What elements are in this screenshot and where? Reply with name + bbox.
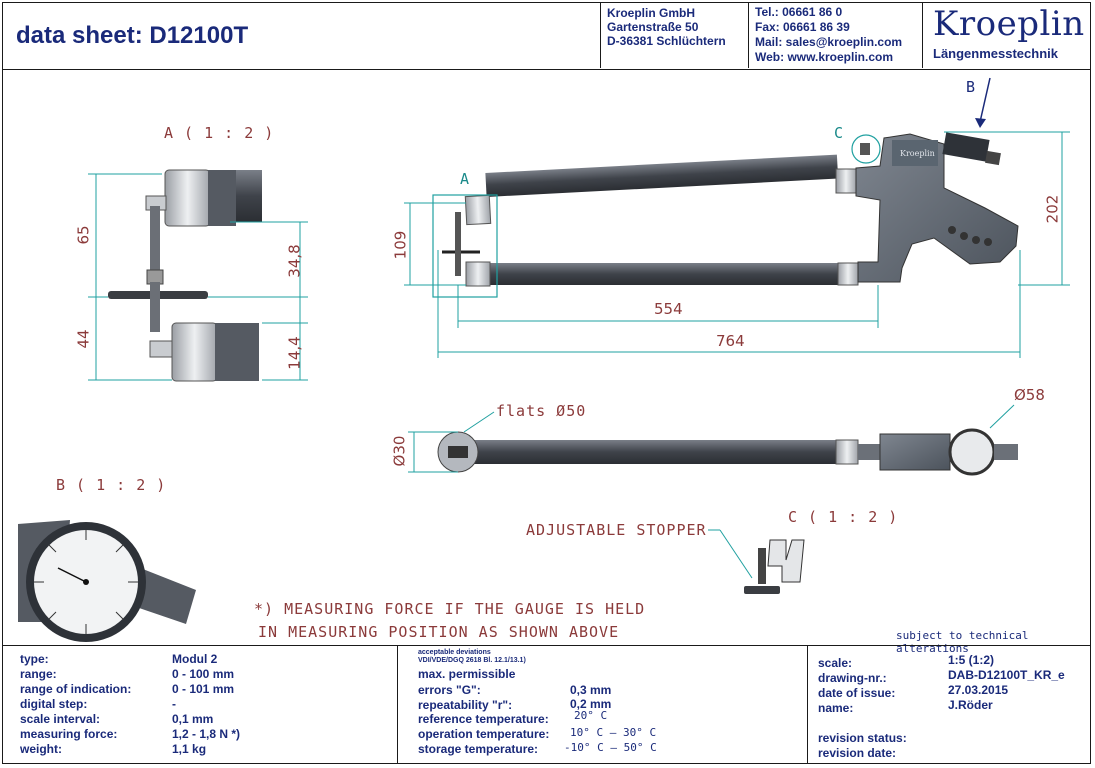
contact-web-link[interactable]: Web: www.kroeplin.com <box>755 50 894 64</box>
logo-subtitle: Längenmesstechnik <box>933 46 1058 61</box>
dim-44: 44 <box>74 329 93 349</box>
spec-label: scale interval: <box>20 712 101 726</box>
spec-value: 0,1 mm <box>172 712 214 726</box>
spec-value: 0 - 101 mm <box>172 682 235 696</box>
contact-mail-link[interactable]: Mail: sales@kroeplin.com <box>755 35 903 49</box>
contact-fax: Fax: 06661 86 39 <box>755 20 850 34</box>
page-title: data sheet: D12100T <box>16 22 249 49</box>
company-address: Kroeplin GmbH Gartenstraße 50 D-36381 Sc… <box>600 2 750 68</box>
spec-value: 1,1 kg <box>172 742 207 756</box>
dim-109: 109 <box>391 230 410 260</box>
view-c-detail <box>708 529 805 594</box>
titleblock-label: scale: <box>818 656 853 670</box>
company-city: D-36381 Schlüchtern <box>607 34 726 48</box>
spec-value: Modul 2 <box>172 652 218 666</box>
dim-diameter-58: Ø58 <box>1014 386 1045 404</box>
titleblock-label: revision date: <box>818 746 897 760</box>
note-line-2: IN MEASURING POSITION AS SHOWN ABOVE <box>258 623 620 641</box>
spec-label: type: <box>20 652 49 666</box>
deviation-value: 0,3 mm <box>570 683 612 697</box>
title-block: scale: drawing-nr.: date of issue: name:… <box>808 646 1091 763</box>
company-logo: Kroeplin Längenmesstechnik <box>922 2 1091 68</box>
logo-wordmark: Kroeplin <box>933 4 1085 44</box>
deviation-table: acceptable deviations VDI/VDE/DGQ 2618 B… <box>398 646 808 763</box>
spec-label: measuring force: <box>20 727 118 741</box>
view-b-detail <box>18 520 196 642</box>
spec-value: - <box>172 697 176 711</box>
dim-65: 65 <box>74 225 93 245</box>
deviation-label: reference temperature: <box>418 712 549 726</box>
main-side-view: Kroeplin <box>404 77 1070 358</box>
dim-14-4: 14,4 <box>285 336 304 370</box>
spec-label: range of indication: <box>20 682 132 696</box>
view-a-title: A ( 1 : 2 ) <box>164 124 275 142</box>
top-view <box>408 404 1018 476</box>
spec-label: digital step: <box>20 697 88 711</box>
deviation-ref-1: acceptable deviations <box>418 649 491 656</box>
deviation-value: 0,2 mm <box>570 697 612 711</box>
deviation-label: repeatability "r": <box>418 698 513 712</box>
company-contact: Tel.: 06661 86 0 Fax: 06661 86 39 Mail: … <box>748 2 922 68</box>
deviation-value: 20° C <box>574 709 608 722</box>
dim-diameter-30: Ø30 <box>390 435 409 467</box>
company-name: Kroeplin GmbH <box>607 6 696 20</box>
titleblock-value: DAB-D12100T_KR_e <box>948 668 1065 682</box>
dim-554: 554 <box>654 300 683 318</box>
spec-value: 1,2 - 1,8 N *) <box>172 727 241 741</box>
flats-label: flats Ø50 <box>496 402 587 420</box>
deviation-value: -10° C – 50° C <box>564 741 657 754</box>
titleblock-label: name: <box>818 701 854 715</box>
spec-value: 0 - 100 mm <box>172 667 235 681</box>
titleblock-label: revision status: <box>818 731 907 745</box>
dim-764: 764 <box>716 332 745 350</box>
marker-a: A <box>460 170 471 188</box>
deviation-value: 10° C – 30° C <box>570 726 657 739</box>
deviation-heading: max. permissible <box>418 667 516 681</box>
view-a-detail <box>88 169 308 382</box>
stopper-label: ADJUSTABLE STOPPER <box>526 521 707 539</box>
spec-label: range: <box>20 667 57 681</box>
deviation-label: storage temperature: <box>418 742 539 756</box>
view-b-title: B ( 1 : 2 ) <box>56 476 167 494</box>
marker-b: B <box>966 78 977 96</box>
titleblock-label: date of issue: <box>818 686 896 700</box>
dim-34-8: 34,8 <box>285 244 304 278</box>
titleblock-value: J.Röder <box>948 698 993 712</box>
deviation-ref-2: VDI/VDE/DGQ 2618 Bl. 12.1/13.1) <box>418 657 526 664</box>
company-street: Gartenstraße 50 <box>607 20 699 34</box>
spec-footer: type: range: range of indication: digita… <box>2 645 1091 764</box>
deviation-label: errors "G": <box>418 683 481 697</box>
device-logo-text: Kroeplin <box>900 149 935 158</box>
dim-202: 202 <box>1043 194 1062 224</box>
technical-drawing: Kroeplin <box>18 77 1070 642</box>
view-c-title: C ( 1 : 2 ) <box>788 508 899 526</box>
titleblock-value: 1:5 (1:2) <box>948 653 995 667</box>
titleblock-label: drawing-nr.: <box>818 671 887 685</box>
sheet-header: data sheet: D12100T Kroeplin GmbH Garten… <box>2 2 1091 70</box>
spec-table: type: range: range of indication: digita… <box>2 646 398 763</box>
note-line-1: *) MEASURING FORCE IF THE GAUGE IS HELD <box>254 600 646 618</box>
contact-tel: Tel.: 06661 86 0 <box>755 5 843 19</box>
spec-label: weight: <box>20 742 62 756</box>
marker-c: C <box>834 124 845 142</box>
titleblock-value: 27.03.2015 <box>948 683 1009 697</box>
deviation-label: operation temperature: <box>418 727 550 741</box>
